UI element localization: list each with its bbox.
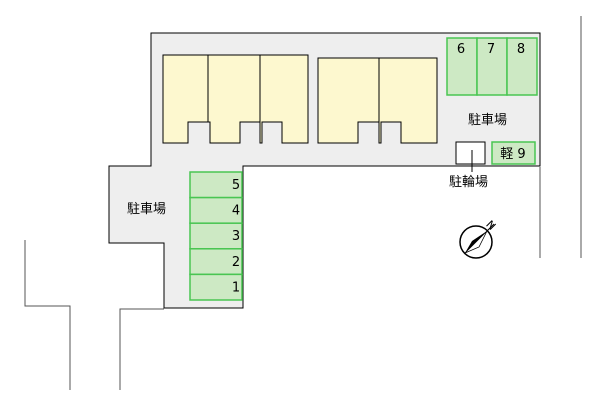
parking-slot-4-number: 4 bbox=[232, 204, 240, 219]
parking-slot-kei-9 bbox=[491, 141, 536, 165]
parking-label-left: 駐車場 bbox=[127, 202, 166, 217]
bicycle-parking-label: 駐輪場 bbox=[449, 174, 488, 190]
parking-slot-2-number: 2 bbox=[232, 255, 240, 270]
parking-slots-top: 6 7 8 bbox=[446, 37, 538, 96]
bicycle-parking-box bbox=[455, 141, 486, 165]
compass-icon bbox=[459, 223, 495, 259]
unit-3 bbox=[259, 54, 309, 144]
parking-slot-kei-9-label: 軽 9 bbox=[500, 147, 525, 162]
parking-slot-8-number: 8 bbox=[517, 42, 525, 57]
parking-slots-left: 5 4 3 2 1 bbox=[189, 171, 243, 301]
parking-label-right: 駐車場 bbox=[468, 113, 507, 128]
building-left bbox=[162, 54, 309, 144]
parking-slot-6-number: 6 bbox=[457, 42, 465, 57]
parking-slot-5-number: 5 bbox=[232, 178, 240, 193]
parking-slot-8 bbox=[506, 37, 538, 96]
road-lines bbox=[24, 16, 582, 390]
parking-slot-3-number: 3 bbox=[232, 229, 240, 244]
parking-slot-7-number: 7 bbox=[487, 42, 495, 57]
unit-5 bbox=[378, 57, 438, 144]
building-right bbox=[317, 57, 438, 144]
parking-slot-3 bbox=[189, 222, 243, 250]
parking-slot-1-number: 1 bbox=[232, 280, 240, 295]
parking-slot-1 bbox=[189, 273, 243, 301]
parking-slot-7 bbox=[476, 37, 508, 96]
parking-slot-5 bbox=[189, 171, 243, 199]
